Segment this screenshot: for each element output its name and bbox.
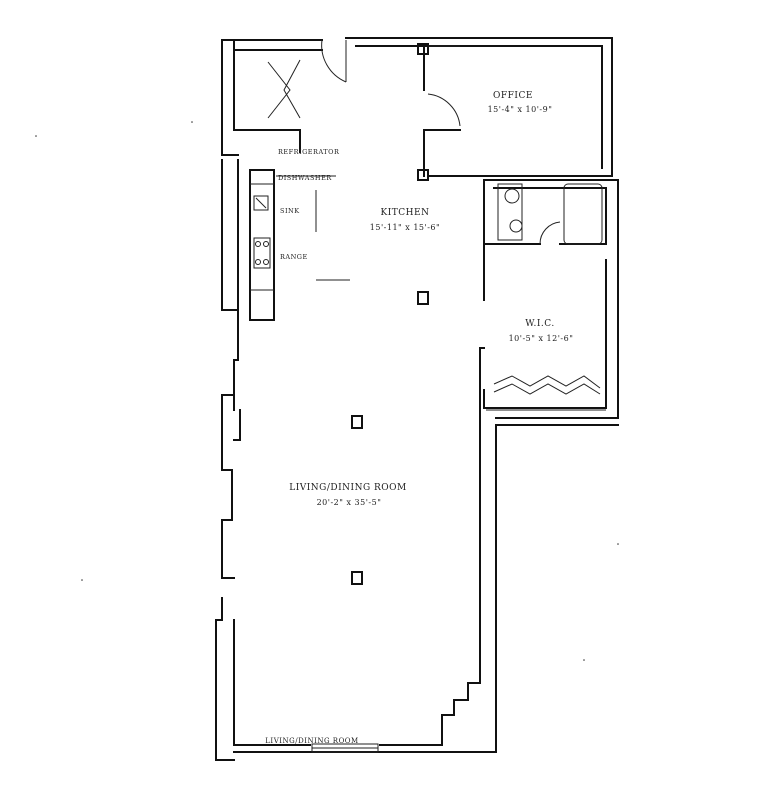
structural-columns (351, 291, 429, 585)
dishwasher-label: DISHWASHER (278, 174, 332, 182)
toilet-icon (504, 188, 520, 204)
office-name: OFFICE (493, 91, 533, 101)
office-dims: 15'-4" x 10'-9" (488, 105, 553, 114)
living-dims: 20'-2" x 35'-5" (317, 498, 382, 507)
room-labels: OFFICE 15'-4" x 10'-9" KITCHEN 15'-11" x… (265, 91, 573, 745)
kitchen-appliances (253, 195, 271, 269)
wic-name: W.I.C. (525, 319, 554, 329)
exterior-walls (215, 37, 619, 761)
range-label: RANGE (280, 253, 308, 261)
bath-fixtures (497, 183, 603, 245)
bottom-room-label: LIVING/DINING ROOM (265, 737, 358, 745)
vanity-icon (497, 183, 523, 241)
column-icon (351, 571, 363, 585)
refrigerator-label: REFRIGERATOR (278, 148, 340, 156)
bathtub-icon (563, 183, 603, 245)
kitchen-dims: 15'-11" x 15'-6" (370, 223, 440, 232)
bottom-windows (311, 743, 379, 753)
door-swings (267, 39, 606, 411)
sink-bowl-icon (509, 219, 523, 233)
sink-icon (253, 195, 269, 211)
column-icon (351, 415, 363, 429)
range-icon (253, 237, 271, 269)
scan-specks (35, 121, 619, 661)
wic-dims: 10'-5" x 12'-6" (509, 334, 574, 343)
sink-label: SINK (280, 207, 300, 215)
kitchen-name: KITCHEN (381, 208, 430, 218)
living-name: LIVING/DINING ROOM (289, 483, 407, 493)
column-icon (417, 291, 429, 305)
interior-walls (249, 43, 461, 321)
